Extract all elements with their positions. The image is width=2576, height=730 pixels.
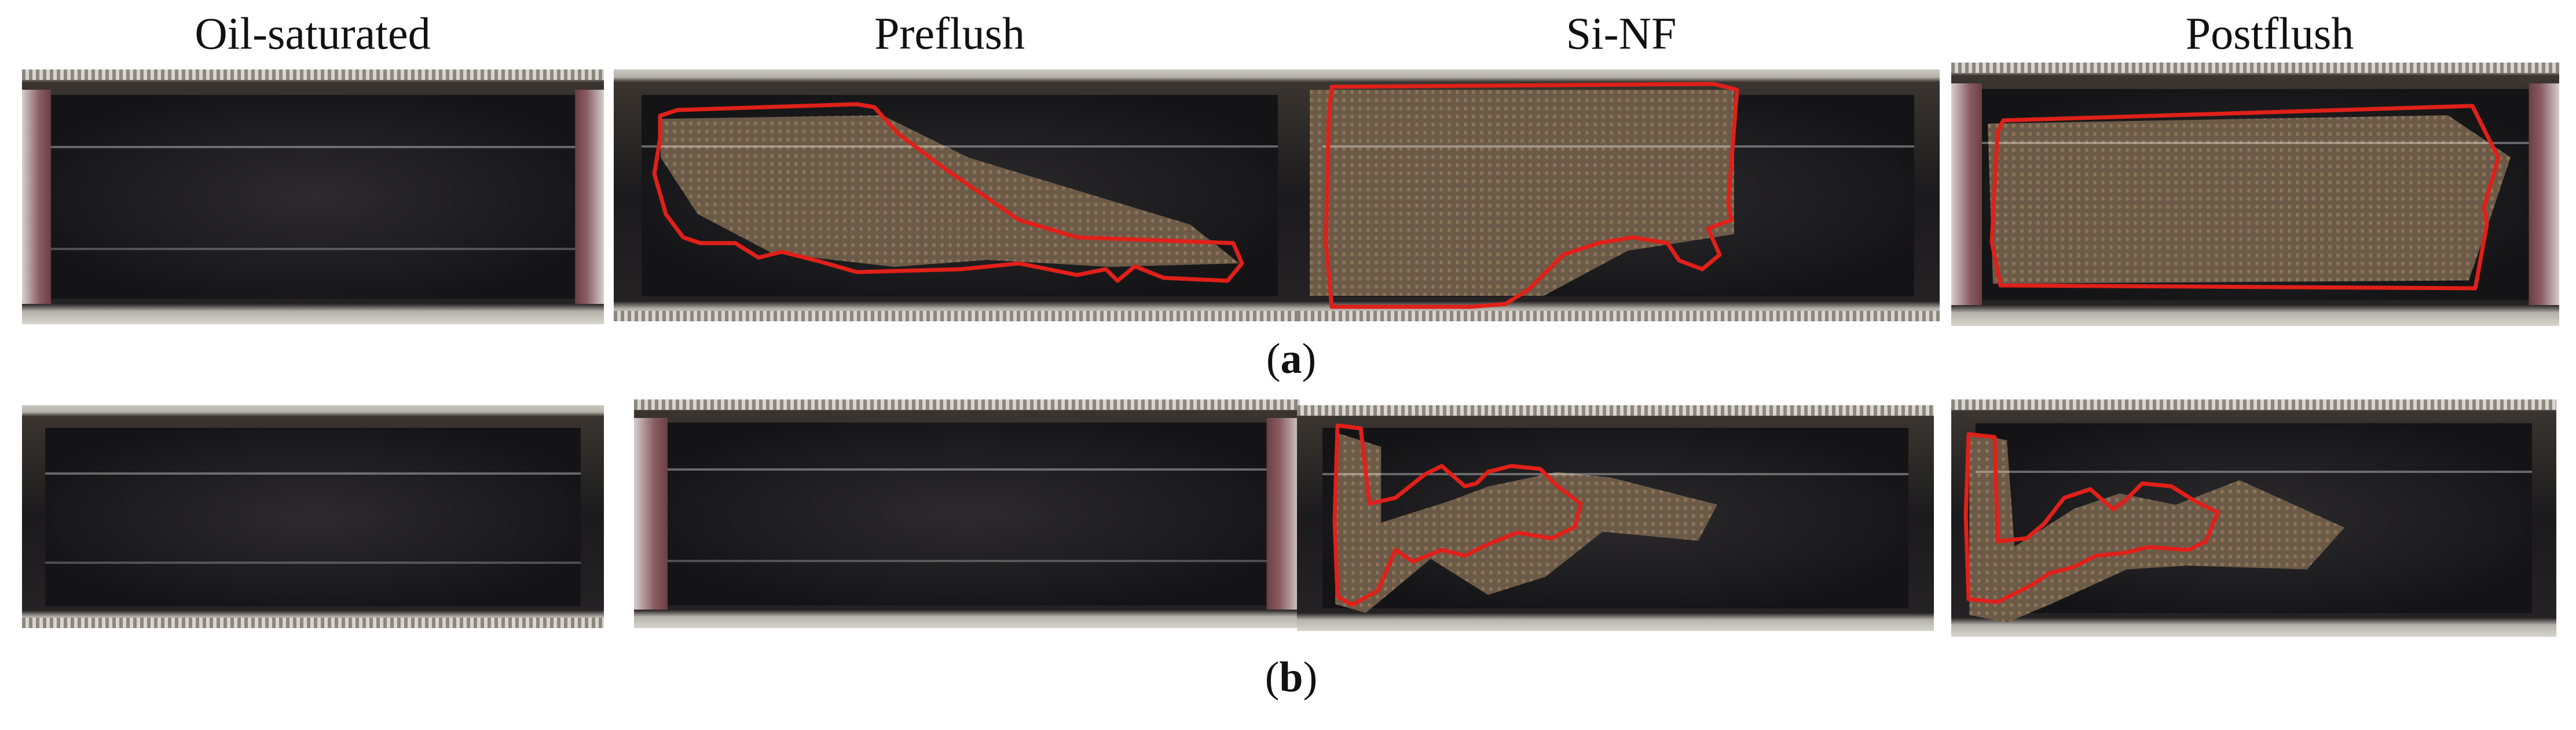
core-b-postflush [1951, 399, 2556, 637]
sand-region-a-postflush [1988, 115, 2511, 284]
sweep-outline-b-si-nf [1332, 423, 1583, 607]
core-a-postflush [1951, 63, 2559, 326]
sweep-outline-a-si-nf [1324, 82, 1739, 309]
core-a-si-nf [1297, 69, 1940, 321]
sweep-outline-b-postflush [1963, 432, 2220, 604]
column-title-si-nf: Si-NF [1566, 8, 1677, 58]
column-title-oil-saturated: Oil-saturated [195, 8, 431, 58]
column-title-postflush: Postflush [2185, 8, 2354, 58]
core-b-oil-saturated [22, 405, 604, 628]
core-b-si-nf [1297, 405, 1934, 631]
panel-label-a: (a) [1266, 335, 1317, 383]
column-title-preflush: Preflush [874, 8, 1025, 58]
core-b-preflush [634, 399, 1300, 628]
sweep-outline-a-preflush [652, 102, 1244, 283]
panel-label-b: (b) [1265, 654, 1318, 701]
sweep-outline-a-postflush [1989, 104, 2501, 291]
core-a-preflush [614, 69, 1306, 321]
core-a-oil-saturated [22, 69, 604, 324]
